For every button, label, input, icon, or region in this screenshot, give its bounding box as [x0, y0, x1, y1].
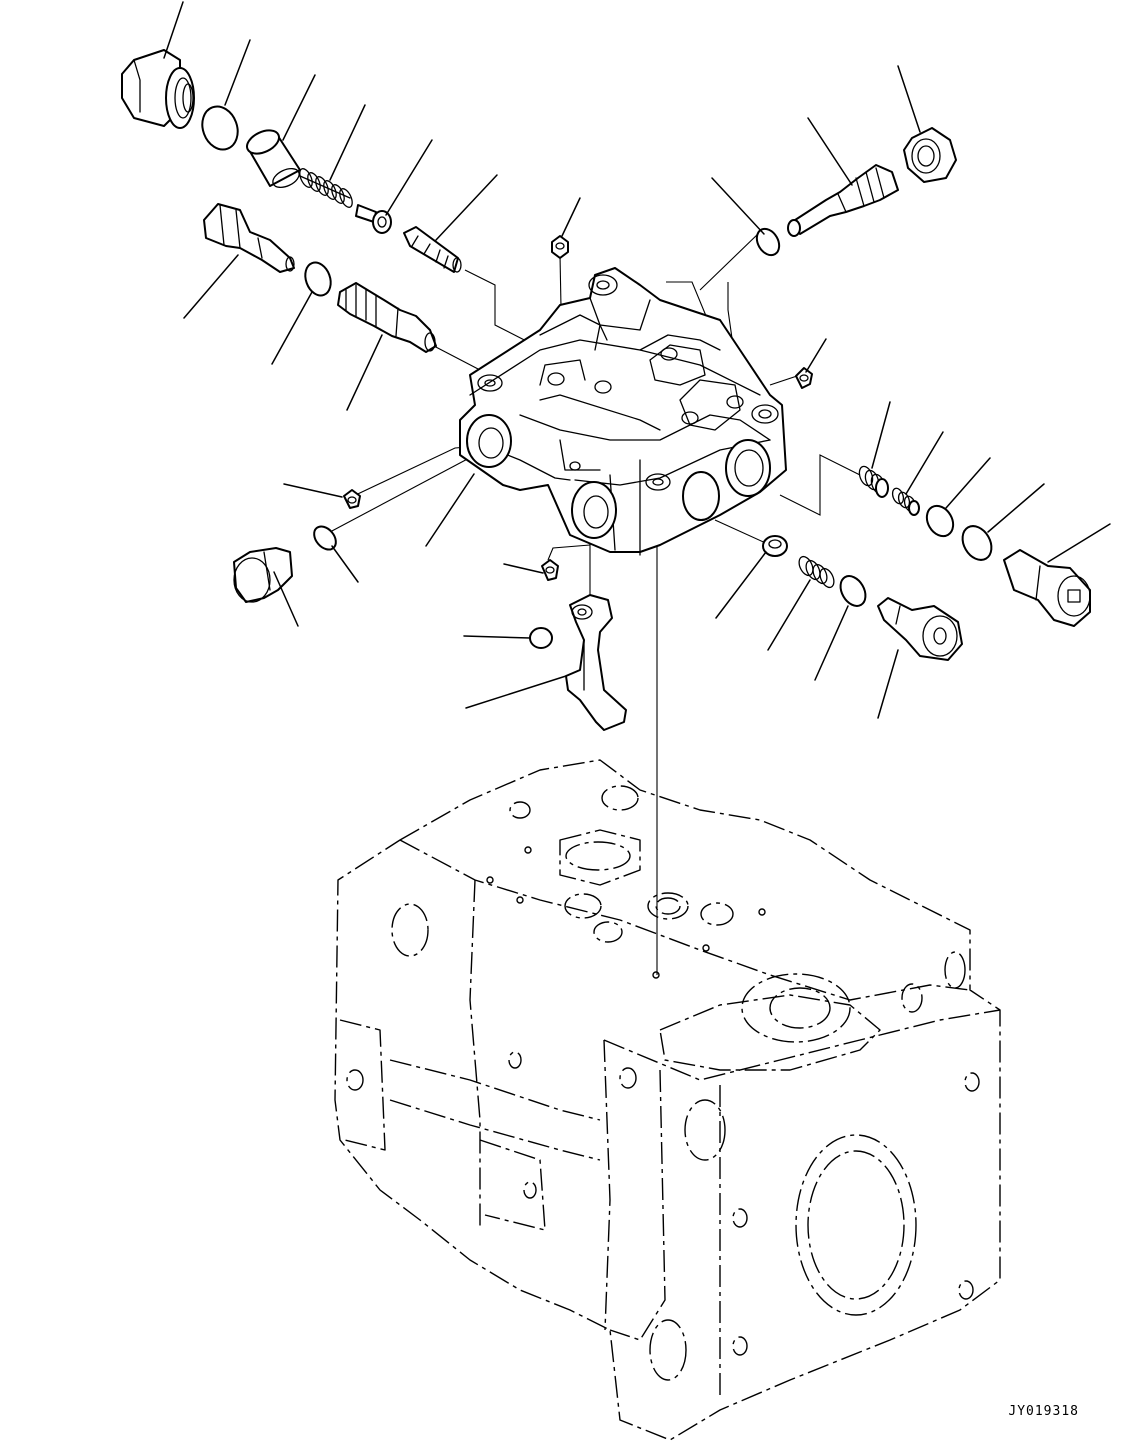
- seat-lever: [530, 628, 552, 648]
- o-ring-right-1: [922, 501, 959, 541]
- piston-top-right: [788, 165, 898, 236]
- spring-right-1: [857, 465, 888, 497]
- drawing-code: JY019318: [1008, 1404, 1079, 1419]
- seat-right: [763, 536, 787, 556]
- o-ring-lower-right: [835, 572, 870, 611]
- plug-bottom-left: [234, 548, 292, 602]
- spring-top-left: [297, 167, 355, 209]
- o-ring-right-2: [957, 521, 998, 565]
- servo-valve-body: [460, 268, 786, 555]
- lever: [566, 595, 626, 730]
- piston-top-left: [404, 227, 461, 272]
- leader-lines: [164, 2, 1110, 718]
- nut-top-right: [904, 128, 956, 182]
- o-ring-top-left: [197, 102, 244, 155]
- spring-right-2: [891, 487, 919, 515]
- spring-lower-right: [796, 554, 836, 589]
- spool-left: [204, 204, 294, 272]
- plug-small-left: [344, 490, 360, 508]
- plug-small-right: [796, 368, 812, 388]
- spool-center-left: [338, 283, 436, 352]
- seat-top-left: [356, 205, 391, 233]
- o-ring-mid-left: [301, 259, 335, 299]
- sleeve: [243, 126, 302, 191]
- o-ring-mid-bottom-left: [310, 522, 341, 553]
- plug-lower-right: [878, 598, 962, 660]
- o-ring-top-right: [752, 225, 783, 259]
- pump-body-phantom: [335, 760, 1000, 1440]
- plug-top-left: [122, 50, 194, 128]
- plug-right: [1004, 550, 1090, 626]
- plug-small-top: [552, 236, 568, 258]
- plug-small-center: [542, 560, 558, 580]
